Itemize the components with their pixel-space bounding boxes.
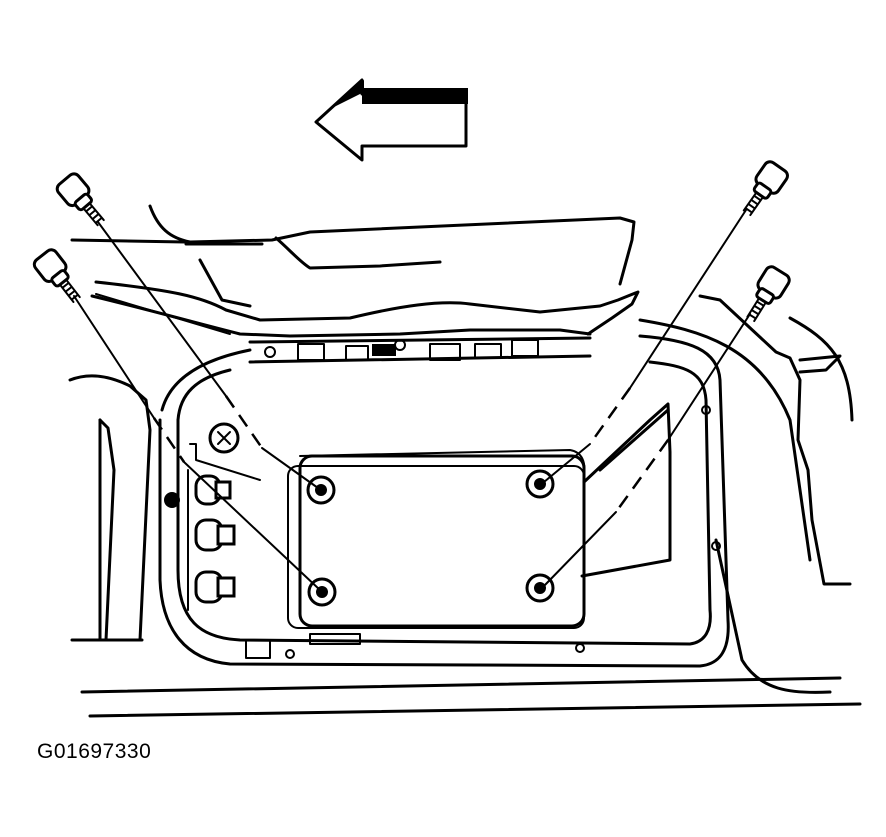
left-switch-bank: [164, 422, 361, 659]
arrow-left-icon: [314, 78, 468, 162]
mounting-hole-upper-left: [306, 475, 336, 505]
connector-strip: [248, 336, 592, 364]
bolt-icon: [746, 265, 791, 323]
right-trim-panel: [575, 294, 854, 694]
bolt-icon: [742, 160, 789, 217]
switch-knob: [194, 570, 236, 604]
upper-console-housing: [70, 204, 640, 338]
control-module: [287, 449, 586, 629]
bolt-lower-left: [32, 248, 321, 591]
bolt-lower-right: [543, 265, 791, 587]
bolt-icon: [55, 172, 105, 227]
switch-knob: [194, 474, 232, 506]
bolt-upper-left: [55, 172, 319, 489]
mounting-hole-lower-right: [525, 573, 555, 603]
bolt-upper-right: [543, 160, 789, 483]
mounting-hole-upper-right: [525, 469, 555, 499]
switch-knob: [194, 518, 236, 552]
floor-console: [68, 334, 862, 718]
bolt-icon: [32, 248, 81, 303]
figure-id-label: G01697330: [37, 740, 152, 763]
